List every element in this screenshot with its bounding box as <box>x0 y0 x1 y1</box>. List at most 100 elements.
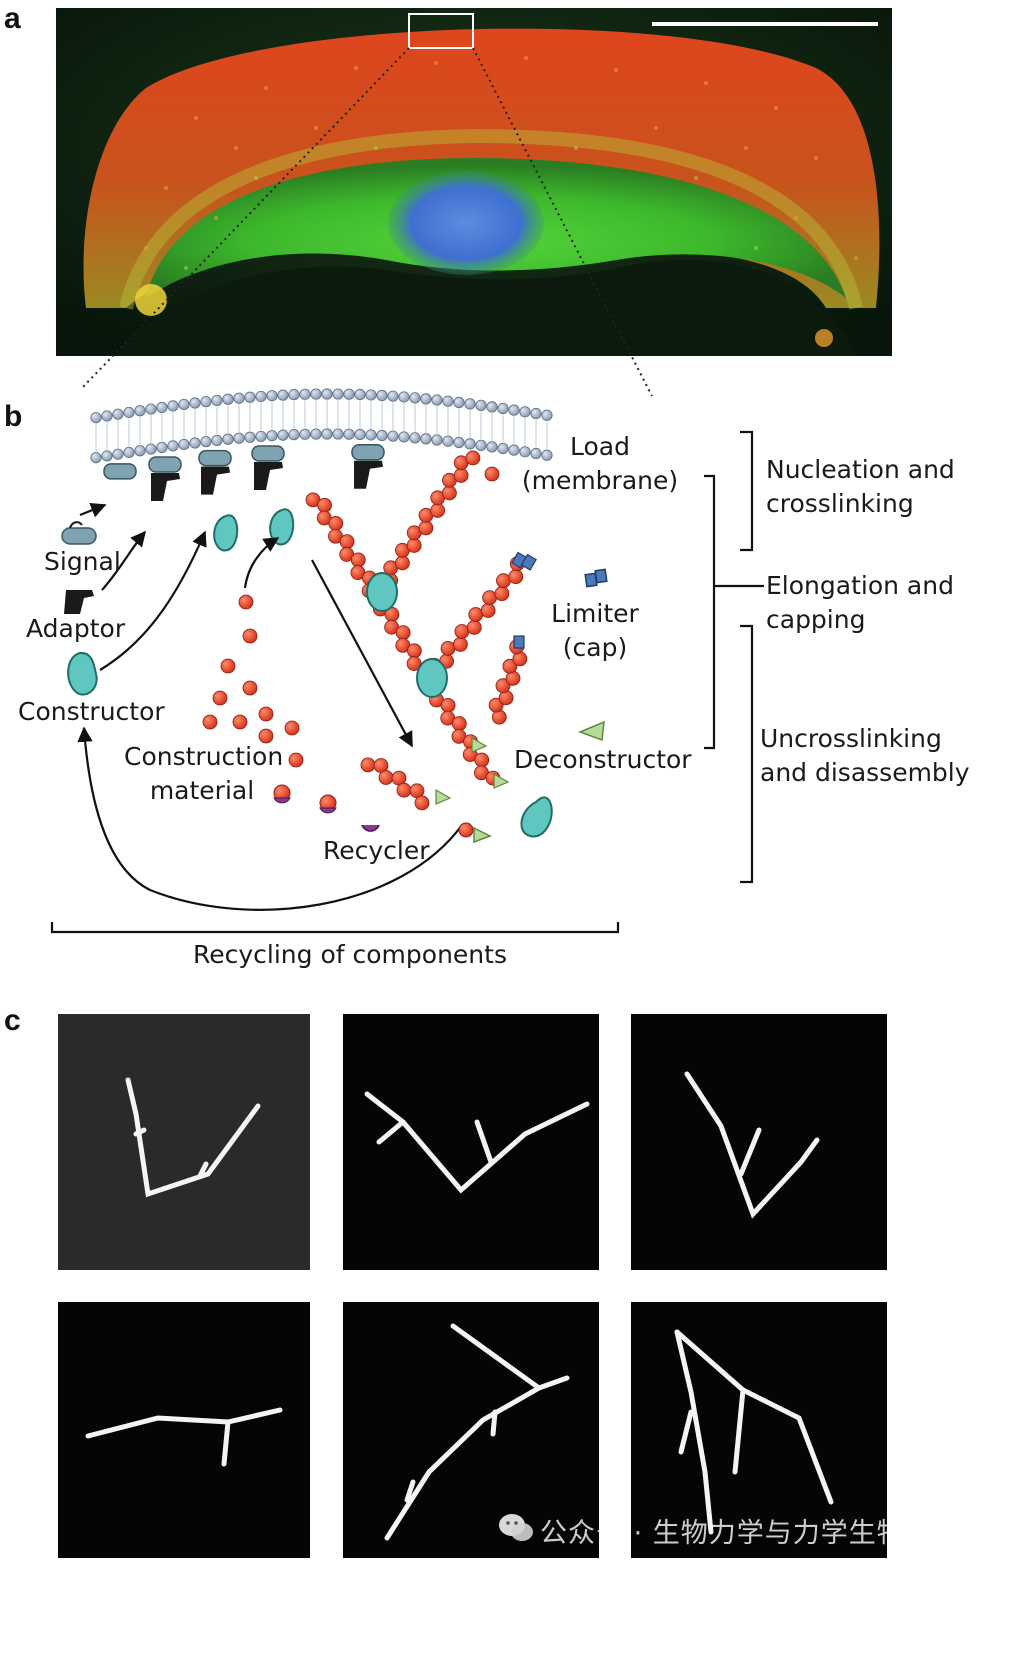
lipid-head <box>244 391 256 403</box>
lipid-head <box>486 401 498 413</box>
panel-label-c: c <box>4 1004 21 1037</box>
lipid-head <box>431 394 443 406</box>
wechat-icon <box>498 1512 534 1544</box>
actin-subunit <box>494 586 510 602</box>
signal-protein <box>351 444 385 461</box>
lipid-head <box>222 393 234 405</box>
free-actin-monomer <box>258 728 274 744</box>
label-constructor: Constructor <box>18 697 165 726</box>
lipid-head <box>387 430 399 442</box>
lipid-head <box>354 388 366 401</box>
actin-subunit <box>496 573 511 589</box>
actin-subunit <box>495 678 511 694</box>
lipid-head <box>233 392 245 404</box>
actin-subunit <box>406 643 422 659</box>
actin-subunit <box>339 534 355 550</box>
actin-subunit <box>440 640 456 656</box>
lipid-head <box>530 447 542 460</box>
lipid-head <box>288 429 300 441</box>
lipid-head <box>343 428 355 440</box>
lipid-head <box>233 432 245 444</box>
lipid-head <box>112 448 124 460</box>
branch-constructor <box>366 572 398 612</box>
lipid-head <box>189 437 201 449</box>
lipid-head <box>266 390 278 402</box>
lipid-head <box>156 401 168 414</box>
lipid-head <box>475 399 487 411</box>
lipid-head <box>178 398 190 411</box>
lipid-head <box>442 395 454 407</box>
lipid-head <box>145 403 157 415</box>
lipid-head <box>167 400 179 412</box>
lipid-head <box>90 452 102 464</box>
signal-protein <box>198 449 232 467</box>
adaptor-protein <box>201 466 230 495</box>
stage-brackets <box>704 430 764 884</box>
free-actin-monomer <box>258 706 274 722</box>
branch-constructor <box>416 658 448 698</box>
zoom-connector-lines <box>81 47 653 397</box>
limiter-glyph <box>584 568 608 588</box>
lipid-head <box>266 430 278 442</box>
process-arrows <box>77 502 463 911</box>
lipid-head <box>541 409 553 421</box>
lipid-head <box>299 388 311 400</box>
label-limiter: Limiter (cap) <box>551 599 639 662</box>
actin-subunit <box>395 625 411 641</box>
actin-subunit <box>482 590 497 606</box>
lipid-head <box>519 406 531 418</box>
lipid-head <box>343 388 355 400</box>
constructor-glyph <box>67 651 98 696</box>
lipid-head <box>453 436 465 449</box>
lipid-head <box>365 429 377 441</box>
lipid-head <box>211 434 223 447</box>
actin-subunit <box>328 516 344 531</box>
lipid-head <box>255 430 267 443</box>
lipid-head <box>541 449 553 461</box>
lipid-head <box>464 438 476 450</box>
lipid-head <box>134 405 146 417</box>
zoom-box <box>408 13 474 49</box>
recycler-glyphs <box>273 784 380 832</box>
lipid-head <box>156 441 168 454</box>
lipid-head <box>332 428 344 440</box>
free-actin-monomer <box>232 714 248 730</box>
lipid-head <box>321 388 333 400</box>
free-actin-monomer <box>242 680 258 696</box>
actin-subunit <box>453 636 468 652</box>
lipid-head <box>255 390 267 403</box>
actin-filaments <box>305 450 537 811</box>
lipid-head <box>409 432 421 444</box>
lipid-head <box>244 431 256 443</box>
adaptor-protein <box>254 461 283 490</box>
actin-subunit <box>430 503 446 518</box>
micrograph-5 <box>343 1302 599 1558</box>
actin-subunit <box>406 538 422 553</box>
lipid-head <box>431 434 443 446</box>
micrograph-6 <box>631 1302 887 1558</box>
label-adaptor: Adaptor <box>26 614 126 643</box>
lipid-head <box>200 436 212 448</box>
lipid-head <box>277 389 289 401</box>
adaptor-protein <box>354 460 383 489</box>
membrane-bilayer <box>90 388 553 464</box>
label-recycling: Recycling of components <box>193 940 507 969</box>
cap-protein <box>520 553 537 571</box>
lipid-head <box>123 446 135 459</box>
lipid-head <box>508 404 520 416</box>
membrane-attached-complexes <box>103 444 385 552</box>
lipid-head <box>453 396 465 409</box>
actin-subunit <box>480 603 496 618</box>
lipid-head <box>277 429 289 441</box>
construction-material <box>202 594 304 768</box>
actin-subunit <box>468 607 484 622</box>
lipid-head <box>420 393 432 405</box>
lipid-head <box>486 441 498 453</box>
lipid-head <box>112 408 124 420</box>
actin-subunit <box>465 450 481 466</box>
actin-subunit <box>453 468 469 483</box>
panel-label-a: a <box>4 2 21 35</box>
lipid-head <box>123 406 135 419</box>
label-recycler: Recycler <box>323 836 430 865</box>
lipid-head <box>519 446 531 458</box>
